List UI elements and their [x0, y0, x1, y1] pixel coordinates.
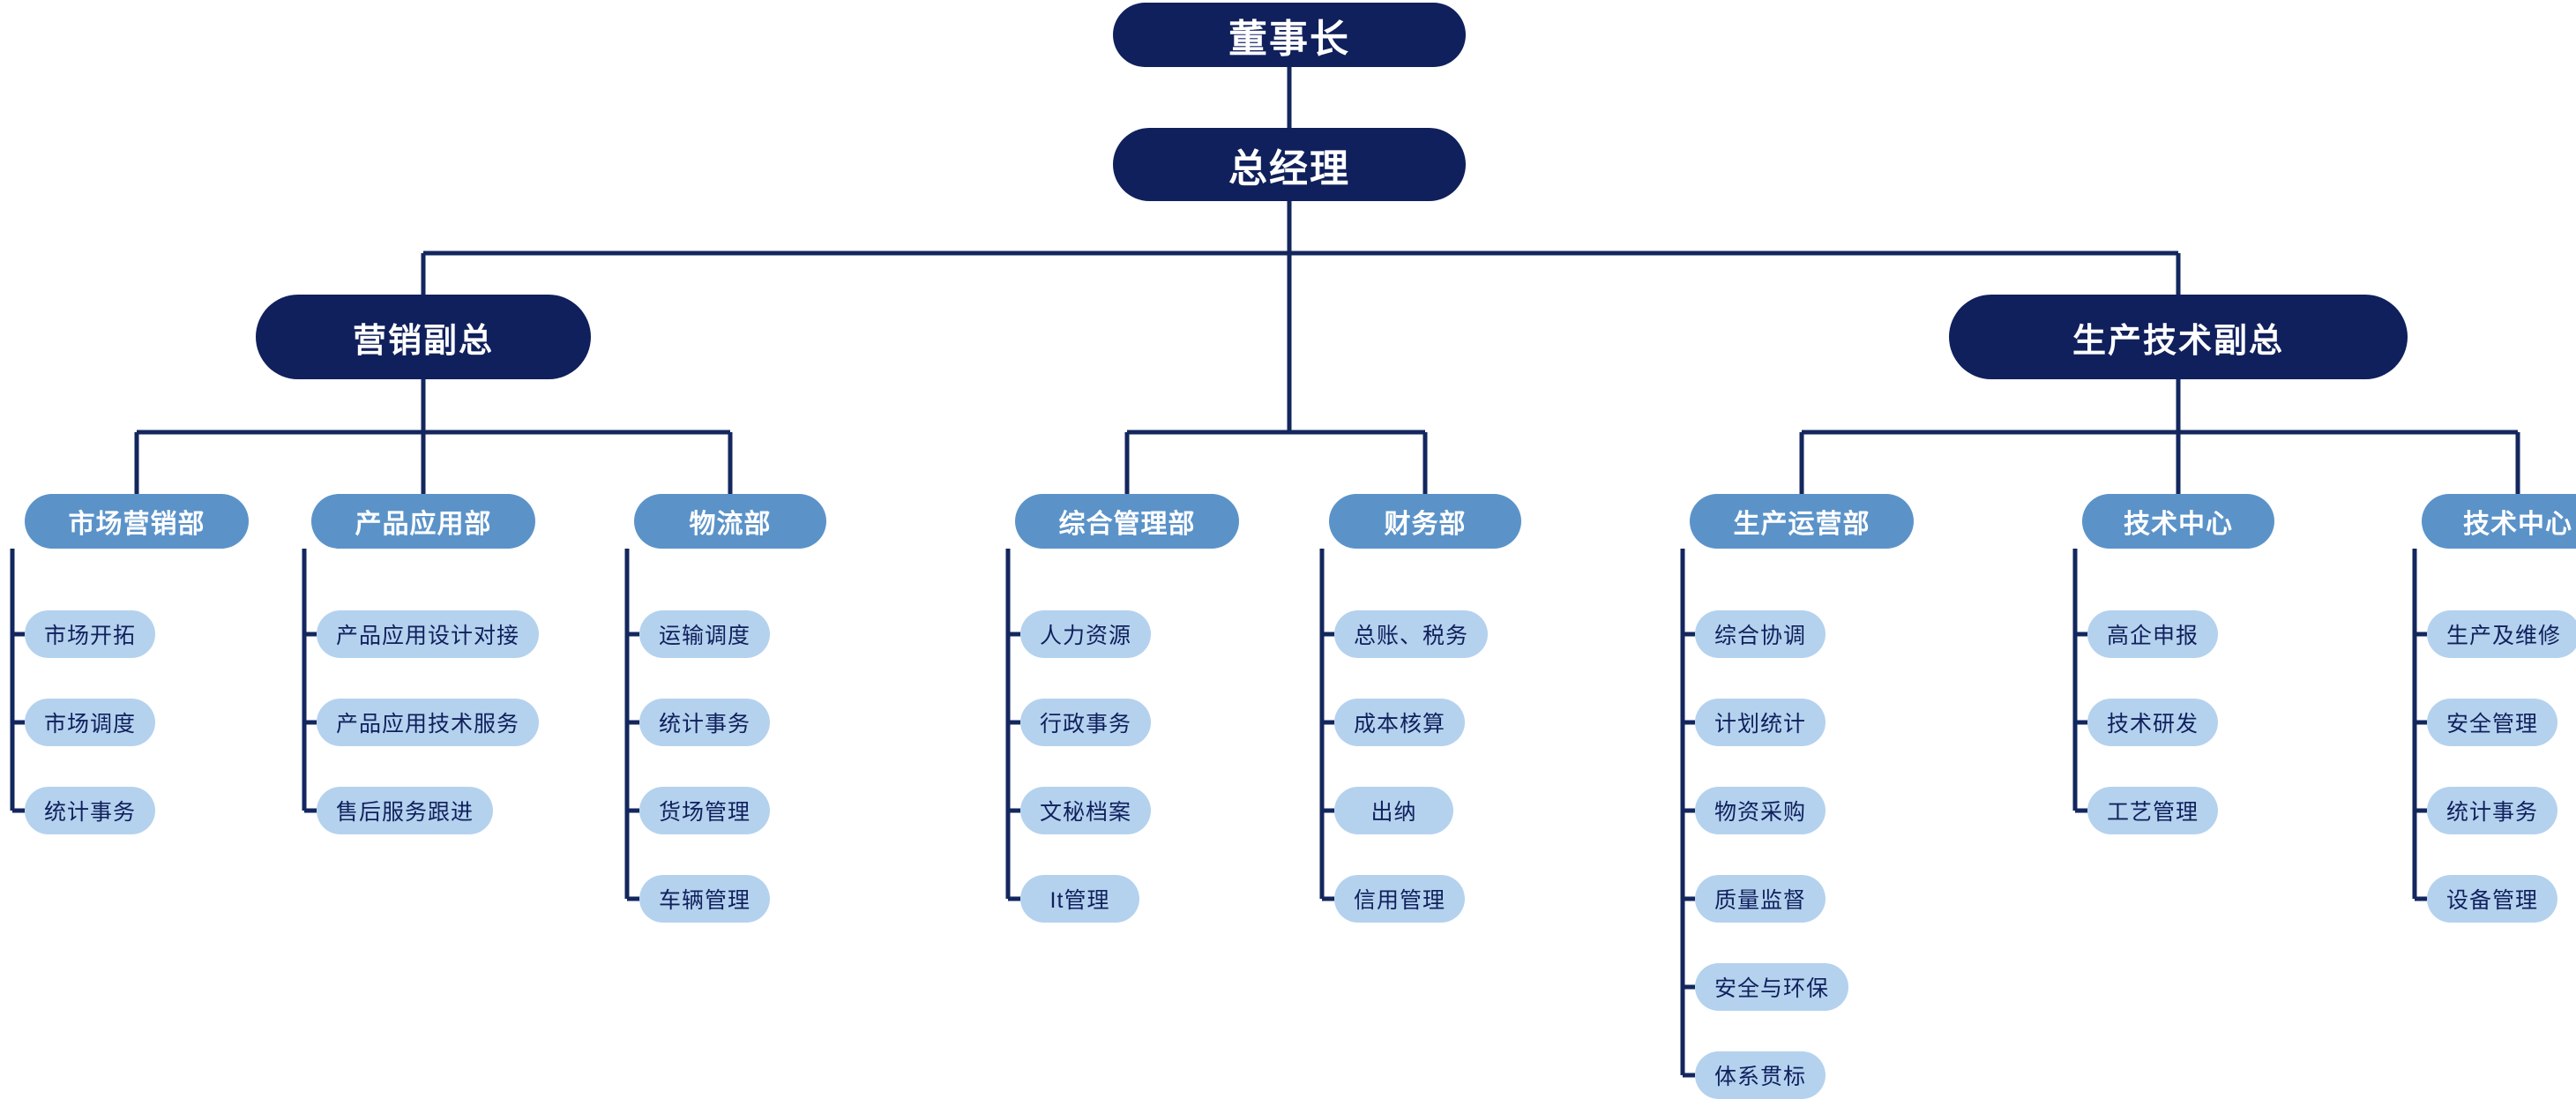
- node-team-tech-center-1-2[interactable]: 工艺管理: [2087, 787, 2219, 834]
- node-dept-production-ops[interactable]: 生产运营部: [1690, 494, 1914, 549]
- node-team-product-application-2[interactable]: 售后服务跟进: [317, 787, 494, 834]
- node-team-general-management-0[interactable]: 人力资源: [1020, 610, 1152, 658]
- node-team-product-application-1[interactable]: 产品应用技术服务: [317, 699, 540, 746]
- node-team-logistics-1[interactable]: 统计事务: [639, 699, 771, 746]
- node-team-production-ops-2[interactable]: 物资采购: [1695, 787, 1826, 834]
- node-team-marketing-2[interactable]: 统计事务: [25, 787, 156, 834]
- node-dept-tech-center-2[interactable]: 技术中心: [2422, 494, 2576, 549]
- node-team-production-ops-3[interactable]: 质量监督: [1695, 875, 1826, 923]
- node-team-production-ops-4[interactable]: 安全与环保: [1695, 963, 1849, 1011]
- node-dept-logistics[interactable]: 物流部: [634, 494, 826, 549]
- node-team-general-management-3[interactable]: It管理: [1020, 875, 1139, 923]
- node-team-product-application-0[interactable]: 产品应用设计对接: [317, 610, 540, 658]
- node-dept-marketing[interactable]: 市场营销部: [25, 494, 249, 549]
- node-vp-marketing[interactable]: 营销副总: [256, 295, 591, 379]
- node-team-finance-2[interactable]: 出纳: [1334, 787, 1453, 834]
- node-team-tech-center-1-0[interactable]: 高企申报: [2087, 610, 2219, 658]
- node-team-marketing-0[interactable]: 市场开拓: [25, 610, 156, 658]
- node-team-general-management-1[interactable]: 行政事务: [1020, 699, 1152, 746]
- node-team-logistics-3[interactable]: 车辆管理: [639, 875, 771, 923]
- node-dept-product-application[interactable]: 产品应用部: [311, 494, 535, 549]
- node-team-tech-center-1-1[interactable]: 技术研发: [2087, 699, 2219, 746]
- node-team-logistics-0[interactable]: 运输调度: [639, 610, 771, 658]
- node-dept-finance[interactable]: 财务部: [1329, 494, 1521, 549]
- node-team-finance-0[interactable]: 总账、税务: [1334, 610, 1489, 658]
- node-team-finance-3[interactable]: 信用管理: [1334, 875, 1466, 923]
- node-team-tech-center-2-2[interactable]: 统计事务: [2427, 787, 2558, 834]
- node-team-production-ops-5[interactable]: 体系贯标: [1695, 1051, 1826, 1099]
- node-vp-production[interactable]: 生产技术副总: [1949, 295, 2408, 379]
- node-team-tech-center-2-1[interactable]: 安全管理: [2427, 699, 2558, 746]
- node-team-logistics-2[interactable]: 货场管理: [639, 787, 771, 834]
- node-team-tech-center-2-3[interactable]: 设备管理: [2427, 875, 2558, 923]
- node-team-general-management-2[interactable]: 文秘档案: [1020, 787, 1152, 834]
- node-chairman[interactable]: 董事长: [1113, 3, 1466, 67]
- node-dept-tech-center-1[interactable]: 技术中心: [2082, 494, 2274, 549]
- node-team-production-ops-1[interactable]: 计划统计: [1695, 699, 1826, 746]
- node-team-tech-center-2-0[interactable]: 生产及维修: [2427, 610, 2576, 658]
- node-dept-general-management[interactable]: 综合管理部: [1015, 494, 1239, 549]
- node-general-manager[interactable]: 总经理: [1113, 128, 1466, 201]
- node-team-production-ops-0[interactable]: 综合协调: [1695, 610, 1826, 658]
- node-team-marketing-1[interactable]: 市场调度: [25, 699, 156, 746]
- node-team-finance-1[interactable]: 成本核算: [1334, 699, 1466, 746]
